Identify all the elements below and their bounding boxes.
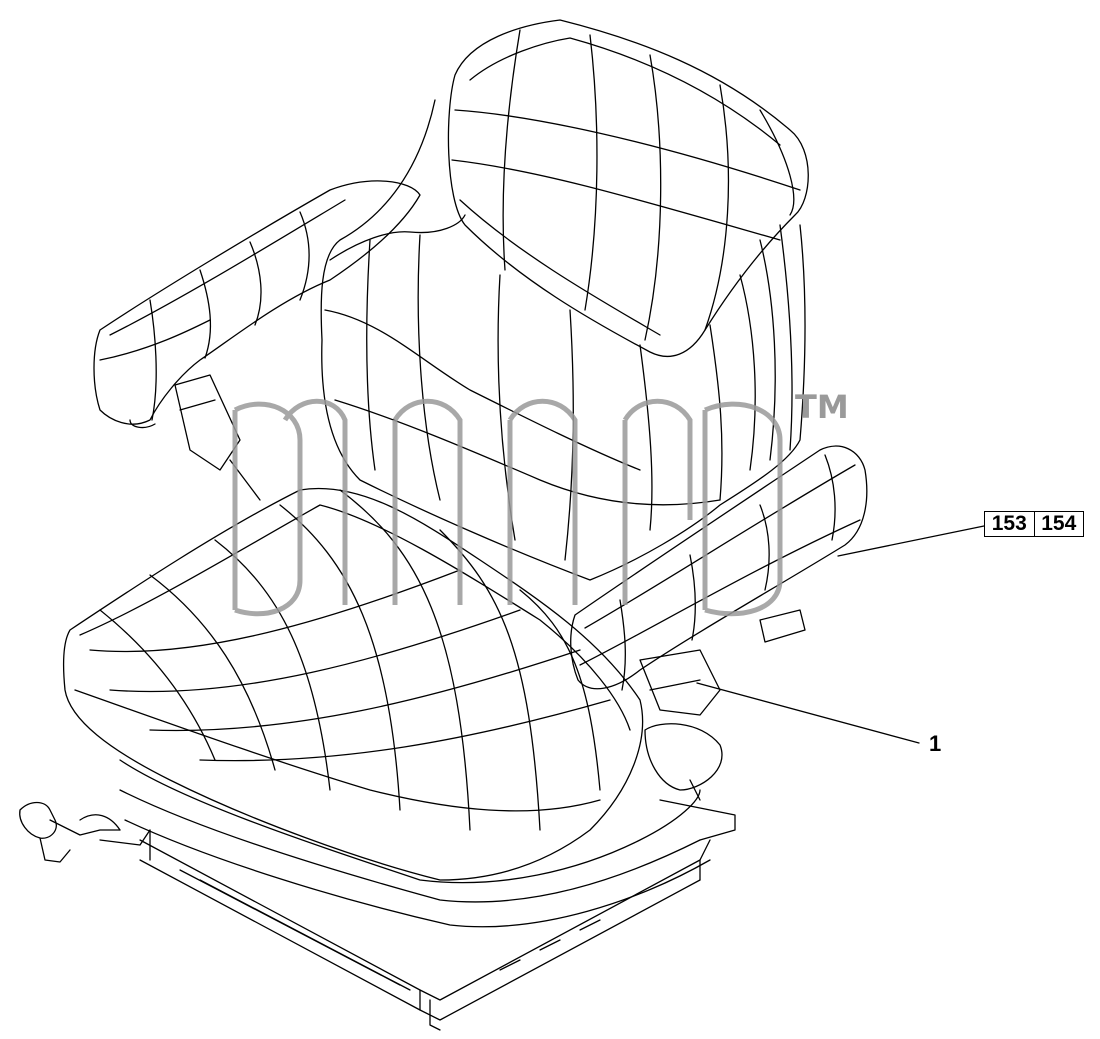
part-label-1: 1 (929, 731, 942, 756)
left-armrest (93, 180, 421, 501)
seat-cushion (63, 487, 644, 881)
seat-base (119, 759, 736, 1031)
leader-line-1 (696, 682, 920, 744)
callout-153-154: 153 154 (984, 511, 1084, 537)
leader-line-153-154 (837, 525, 985, 557)
backrest (320, 99, 806, 581)
callout-ref-153: 153 (991, 512, 1027, 535)
adjustment-lever (19, 801, 151, 863)
watermark-logo (232, 398, 783, 617)
right-armrest (570, 445, 868, 791)
headrest (447, 19, 809, 357)
trademark-mark: TM (795, 388, 849, 426)
callout-ref-154: 154 (1033, 512, 1084, 536)
